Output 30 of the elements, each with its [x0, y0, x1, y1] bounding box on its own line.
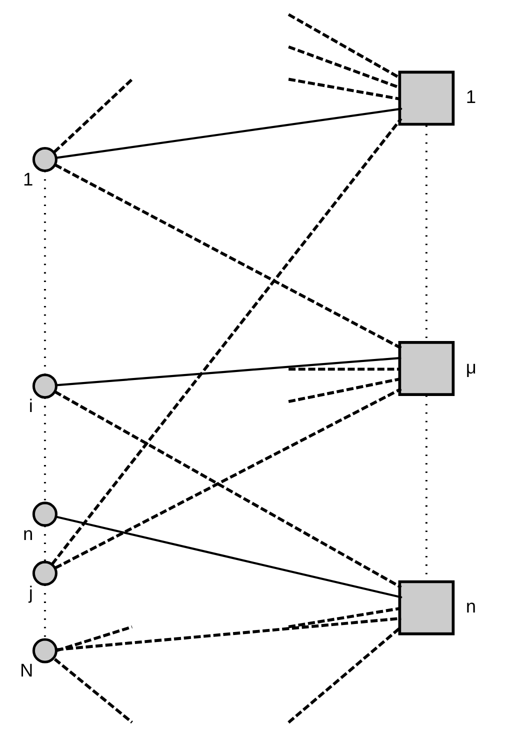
node-circle: [32, 502, 58, 527]
node-circle: [32, 560, 58, 586]
connector: [288, 607, 400, 628]
connector: [288, 627, 401, 724]
connector: [288, 78, 400, 100]
connector: [54, 164, 402, 350]
node-label: 1: [22, 168, 34, 190]
node-circle: [32, 146, 58, 172]
connector: [56, 625, 132, 652]
connector: [53, 78, 134, 154]
connector: [50, 118, 402, 566]
node-label: n: [466, 596, 476, 617]
node-label: n: [22, 523, 34, 544]
node-label: μ: [466, 356, 476, 378]
connector: [288, 13, 400, 80]
connector: [56, 516, 402, 598]
node-circle: [32, 374, 58, 399]
connector: [288, 368, 400, 371]
connector: [288, 46, 400, 90]
node-label: j: [28, 582, 33, 604]
connector: [56, 108, 402, 159]
connector: [56, 356, 402, 386]
node-label: N: [20, 660, 34, 681]
node-label: 1: [466, 86, 476, 108]
node-label: i: [28, 394, 33, 416]
connector: [54, 658, 133, 724]
node-circle: [32, 638, 58, 664]
connector: [44, 526, 46, 562]
connector: [288, 378, 400, 404]
connector: [56, 616, 402, 652]
